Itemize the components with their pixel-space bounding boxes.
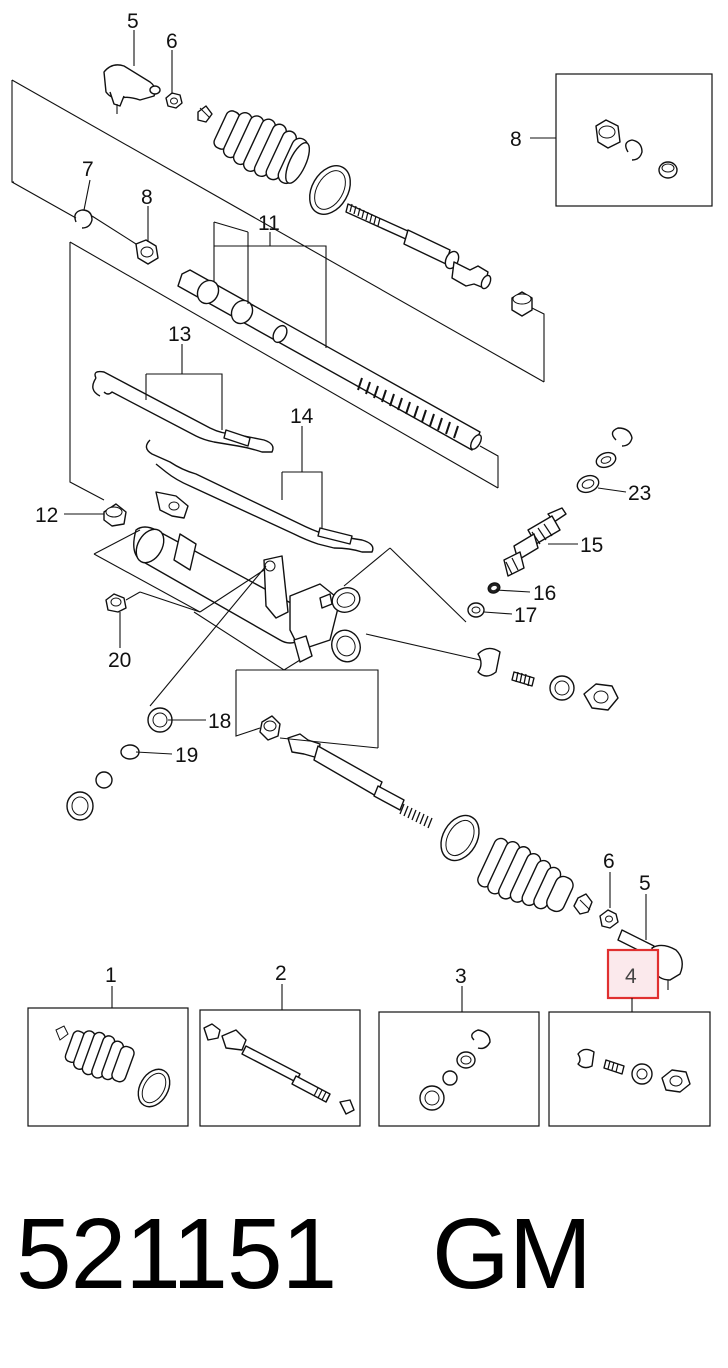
top-boot: [213, 110, 311, 185]
pinion-seal: [595, 451, 617, 469]
callout-4-highlighted[interactable]: 4: [625, 965, 637, 988]
mount-bushing-20: [105, 593, 127, 613]
callout-6-bottom: 6: [603, 850, 615, 873]
kit-2-inner-tie-rod: [199, 984, 361, 1127]
kit-4-highlight[interactable]: [606, 948, 660, 1000]
pinion-shaft-15: [503, 507, 567, 577]
top-tie-rod-end: [103, 64, 213, 123]
callout-7: 7: [82, 158, 94, 181]
bottom-clamp: [573, 893, 593, 915]
pinion-bushing-17: [467, 602, 485, 618]
pinion-ring-16: [487, 582, 501, 594]
callout-13: 13: [168, 323, 191, 346]
bottom-nut-6: [599, 909, 619, 929]
callout-20: 20: [108, 649, 131, 672]
bottom-boot-clamp-ring: [440, 814, 480, 862]
part-number: 521151: [16, 1198, 336, 1310]
top-rack-end-bushing: [511, 291, 533, 317]
pinion-snap-ring: [611, 427, 633, 447]
top-inner-tie-rod: [345, 203, 492, 290]
top-boot-clamp-ring: [309, 165, 351, 215]
pressure-pipe-14: [145, 439, 374, 553]
brand-name: GM: [432, 1198, 591, 1310]
snap-ring-7: [74, 209, 93, 229]
rack-bushing-8: [135, 239, 159, 265]
seal-18: [147, 707, 173, 733]
callout-19: 19: [175, 744, 198, 767]
callout-5-top: 5: [127, 10, 139, 33]
detail-box-8: [530, 73, 713, 207]
callout-18: 18: [208, 710, 231, 733]
callout-16: 16: [533, 582, 556, 605]
callout-12: 12: [35, 504, 58, 527]
rack-housing: [133, 491, 361, 663]
callout-8-box: 8: [510, 128, 522, 151]
rack-guide-yoke: [477, 647, 619, 711]
pinion-bearing-23: [576, 474, 600, 494]
callout-8-mid: 8: [141, 186, 153, 209]
callout-11: 11: [258, 212, 280, 235]
kit-4-rack-guide-kit: [548, 948, 711, 1127]
kit-1-boot-kit: [27, 986, 189, 1127]
leader-lines: [64, 30, 647, 940]
upper-frame-lines: [11, 79, 545, 501]
bottom-rack-bushing: [259, 715, 281, 741]
housing-bushing-12: [103, 503, 127, 527]
bottom-left-seal-group: [66, 771, 113, 821]
callout-5-bottom: 5: [639, 872, 651, 895]
pressure-pipe-13: [92, 370, 274, 453]
rack-shaft: [177, 269, 482, 451]
kit-3-seal-kit: [378, 986, 540, 1127]
callout-3: 3: [455, 965, 467, 988]
callout-2: 2: [275, 962, 287, 985]
callout-23: 23: [628, 482, 651, 505]
callout-14: 14: [290, 405, 314, 428]
bottom-boot: [477, 837, 574, 913]
bottom-inner-tie-rod: [287, 733, 433, 829]
callout-15: 15: [580, 534, 603, 557]
callout-17: 17: [514, 604, 537, 627]
callout-6-top: 6: [166, 30, 178, 53]
lower-frame-lines: [93, 529, 481, 749]
callout-1: 1: [105, 964, 117, 987]
